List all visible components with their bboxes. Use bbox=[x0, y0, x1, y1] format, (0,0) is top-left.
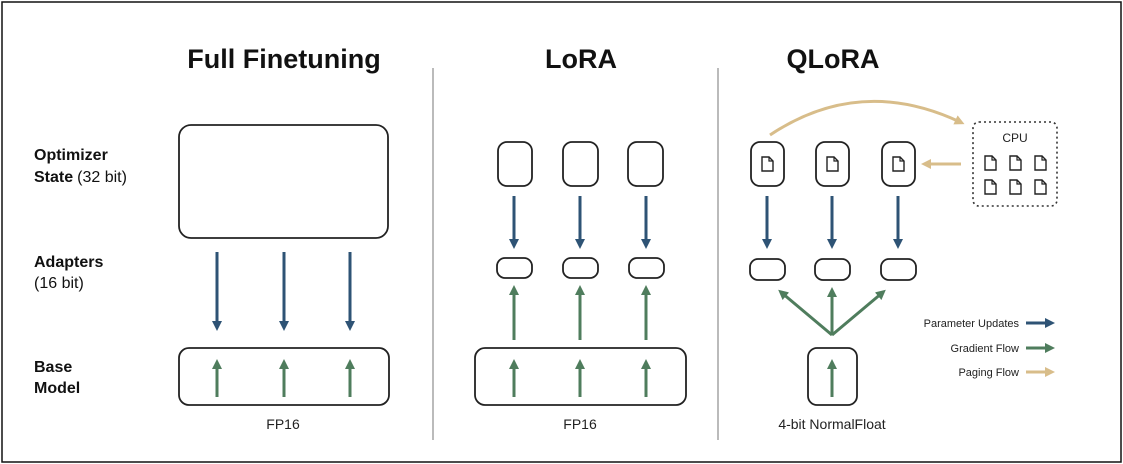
row-label-optimizer-bits: (32 bit) bbox=[77, 169, 127, 186]
full-parameter-update-arrows bbox=[212, 252, 355, 331]
title-full-finetuning: Full Finetuning bbox=[187, 44, 380, 74]
legend-gradient-flow: Gradient Flow bbox=[951, 343, 1055, 355]
qlora-adapter-3 bbox=[880, 258, 917, 281]
lora-optimizer-box-2 bbox=[562, 141, 599, 187]
qlora-parameter-update-arrows bbox=[762, 196, 903, 249]
row-label-adapters-bits: (16 bit) bbox=[34, 275, 84, 292]
row-label-base-line2: Model bbox=[34, 380, 80, 397]
lora-base-precision-label: FP16 bbox=[563, 416, 597, 432]
lora-gradient-arrows bbox=[509, 285, 651, 397]
lora-optimizer-boxes bbox=[497, 141, 664, 187]
qlora-adapter-boxes bbox=[749, 258, 917, 281]
legend-label: Parameter Updates bbox=[924, 318, 1020, 330]
full-optimizer-state-box bbox=[178, 124, 389, 239]
row-label-optimizer: Optimizer State(32 bit) bbox=[34, 147, 127, 186]
lora-optimizer-box-3 bbox=[627, 141, 664, 187]
document-icon bbox=[984, 155, 997, 171]
row-label-optimizer-line2: State(32 bit) bbox=[34, 169, 127, 186]
row-label-base-line1: Base bbox=[34, 359, 72, 376]
document-icon bbox=[984, 179, 997, 195]
row-label-adapters: Adapters (16 bit) bbox=[34, 254, 103, 292]
qlora-adapter-2 bbox=[814, 258, 851, 281]
qlora-paging-arrow-to-cpu bbox=[769, 99, 965, 137]
qlora-grad-right bbox=[831, 289, 886, 337]
legend-label: Paging Flow bbox=[958, 367, 1019, 379]
title-qlora: QLoRA bbox=[787, 44, 880, 74]
lora-adapter-3 bbox=[628, 257, 665, 279]
title-lora: LoRA bbox=[545, 44, 617, 74]
row-label-adapters-line1: Adapters bbox=[34, 254, 103, 271]
document-icon bbox=[892, 156, 905, 172]
full-base-precision-label: FP16 bbox=[266, 416, 300, 432]
document-icon bbox=[1009, 155, 1022, 171]
qlora-base-precision-label: 4-bit NormalFloat bbox=[778, 416, 885, 432]
legend-label: Gradient Flow bbox=[951, 343, 1020, 355]
cpu-label: CPU bbox=[1002, 131, 1027, 145]
row-label-base-model: Base Model bbox=[34, 359, 80, 397]
lora-adapter-1 bbox=[496, 257, 533, 279]
qlora-adapter-1 bbox=[749, 258, 786, 281]
lora-parameter-update-arrows bbox=[509, 196, 651, 249]
row-label-optimizer-state: State bbox=[34, 169, 73, 186]
legend-paging-flow: Paging Flow bbox=[958, 367, 1055, 379]
legend-parameter-updates: Parameter Updates bbox=[924, 318, 1055, 330]
lora-adapter-2 bbox=[562, 257, 599, 279]
document-icon bbox=[1034, 155, 1047, 171]
document-icon bbox=[826, 156, 839, 172]
qlora-grad-left bbox=[778, 289, 833, 337]
full-gradient-arrows bbox=[212, 359, 355, 397]
lora-adapter-boxes bbox=[496, 257, 665, 279]
lora-optimizer-box-1 bbox=[497, 141, 533, 187]
document-icon bbox=[1034, 179, 1047, 195]
row-label-optimizer-line1: Optimizer bbox=[34, 147, 108, 164]
qlora-gradient-arrows bbox=[778, 287, 886, 397]
qlora-optimizer-boxes bbox=[750, 141, 916, 187]
document-icon bbox=[761, 156, 774, 172]
document-icon bbox=[1009, 179, 1022, 195]
legend: Parameter Updates Gradient Flow Paging F… bbox=[924, 318, 1055, 379]
